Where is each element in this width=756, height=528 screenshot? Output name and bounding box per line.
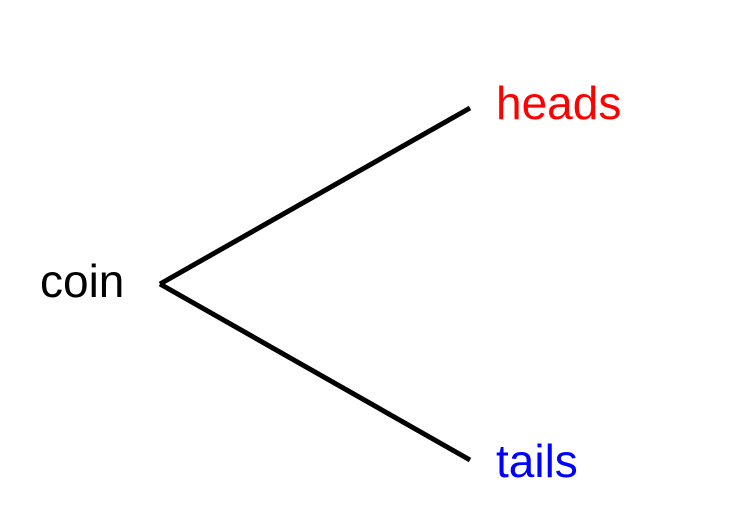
- root-node-label: coin: [40, 255, 125, 307]
- outcome-heads-label: heads: [496, 77, 622, 129]
- outcome-tails-label: tails: [496, 435, 578, 487]
- branch-line-heads: [158, 105, 472, 287]
- branch-line-tails: [158, 281, 472, 463]
